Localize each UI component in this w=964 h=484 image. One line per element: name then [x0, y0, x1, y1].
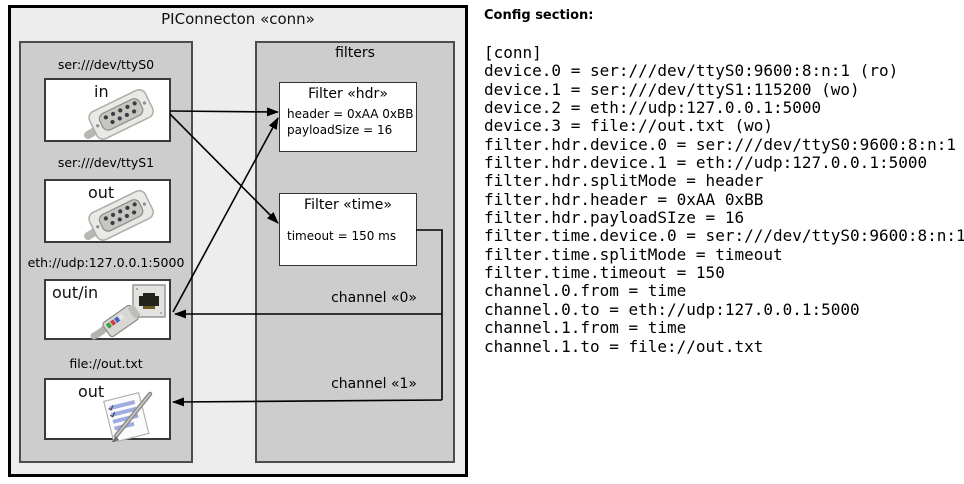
config-line: filter.hdr.payloadSIze = 16	[484, 208, 745, 228]
config-heading: Config section:	[484, 8, 594, 23]
notepad-icon	[103, 391, 153, 442]
ethernet-connector-icon	[90, 284, 166, 340]
config-line: filter.time.splitMode = timeout	[484, 244, 783, 264]
config-line: filter.hdr.header = 0xAA 0xBB	[484, 189, 764, 209]
config-line: device.3 = file://out.txt (wo)	[484, 116, 773, 136]
config-line: device.1 = ser:///dev/ttyS1:115200 (wo)	[484, 79, 860, 99]
config-line: channel.0.from = time	[484, 281, 687, 301]
config-line: filter.hdr.splitMode = header	[484, 171, 764, 191]
device-role-label: out/in	[52, 283, 99, 302]
config-line: channel.1.from = time	[484, 318, 687, 338]
filter-time-title: Filter «time»	[304, 197, 392, 213]
config-line: channel.1.to = file://out.txt	[484, 336, 764, 356]
device-uri-label-file: file://out.txt	[69, 356, 143, 371]
device-box-eth: out/in	[44, 279, 171, 340]
channel-0-label: channel «0»	[331, 290, 417, 306]
device-role-label: out	[88, 183, 115, 202]
device-uri-label-eth: eth://udp:127.0.0.1:5000	[27, 255, 185, 270]
filter-time-prop-timeout: timeout = 150 ms	[287, 229, 397, 243]
config-line: [conn]	[484, 43, 542, 62]
filters-panel-label: filters	[335, 45, 375, 61]
device-uri-label-ttys0: ser:///dev/ttyS0	[57, 57, 155, 72]
device-role-label: out	[78, 382, 105, 401]
channel-1-label: channel «1»	[331, 376, 417, 392]
config-line: filter.hdr.device.0 = ser:///dev/ttyS0:9…	[484, 134, 957, 154]
serial-connector-icon	[84, 189, 154, 241]
device-role-label: in	[94, 82, 109, 101]
filter-hdr-box: Filter «hdr» header = 0xAA 0xBB payloadS…	[279, 82, 417, 152]
config-line: filter.time.timeout = 150	[484, 263, 725, 283]
device-uri-label-ttys1: ser:///dev/ttyS1	[57, 155, 155, 170]
config-line: filter.time.device.0 = ser:///dev/ttyS0:…	[484, 226, 964, 246]
config-line: filter.hdr.device.1 = eth://udp:127.0.0.…	[484, 153, 928, 173]
device-box-ttys1: out	[44, 179, 171, 243]
serial-connector-icon	[84, 88, 154, 140]
config-line: device.0 = ser:///dev/ttyS0:9600:8:n:1 (…	[484, 61, 899, 81]
filter-time-box: Filter «time» timeout = 150 ms	[279, 193, 417, 266]
filter-hdr-prop-header: header = 0xAA 0xBB	[287, 107, 414, 121]
config-line: device.2 = eth://udp:127.0.0.1:5000	[484, 98, 822, 118]
filter-hdr-prop-payloadsize: payloadSize = 16	[287, 122, 393, 137]
config-listing: [conn] device.0 = ser:///dev/ttyS0:9600:…	[484, 43, 964, 356]
device-box-file: out	[44, 378, 171, 442]
config-line: channel.0.to = eth://udp:127.0.0.1:5000	[484, 299, 860, 319]
filter-hdr-title: Filter «hdr»	[308, 86, 388, 102]
device-box-ttys0: in	[44, 78, 171, 142]
diagram-title: PIConnecton «conn»	[161, 10, 315, 28]
